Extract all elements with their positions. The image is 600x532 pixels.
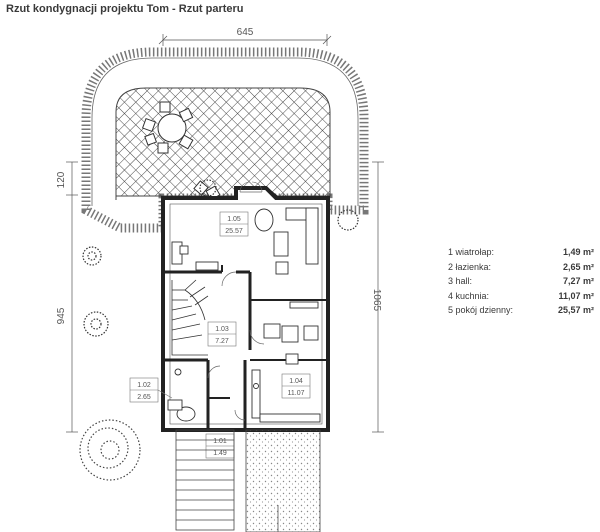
legend-row: 4 kuchnia: 11,07 m² — [448, 289, 594, 304]
kitchen-furniture — [251, 323, 321, 423]
legend-label: 3 hall: — [448, 276, 473, 286]
dimension-right: 1065 — [371, 161, 384, 433]
room-id: 1.02 — [137, 382, 151, 389]
legend-row: 1 wiatrołap: 1,49 m² — [448, 245, 594, 260]
legend-label: 4 kuchnia: — [448, 290, 490, 301]
room-area: 25.57 — [225, 228, 243, 235]
driveway — [245, 429, 321, 532]
room-label-1-05: 1.05 25.57 — [219, 211, 249, 237]
shrub-right — [337, 209, 359, 231]
room-area: 11.07 — [288, 390, 305, 397]
dimension-left: 120 945 — [56, 161, 78, 433]
room-id: 1.03 — [215, 326, 229, 333]
dimension-top: 645 — [158, 27, 332, 46]
dimension-left-lower-label: 945 — [56, 307, 67, 324]
legend-value: 11,07 m² — [558, 290, 594, 301]
room-label-1-04: 1.04 11.07 — [281, 373, 311, 399]
legend-row: 2 łazienka: 2,65 m² — [448, 260, 594, 275]
legend-label: 1 wiatrołap: — [448, 247, 495, 257]
entrance-steps — [175, 429, 235, 531]
legend-value: 7,27 m² — [562, 276, 594, 286]
room-id: 1.04 — [289, 378, 303, 385]
room-area: 1.49 — [213, 450, 227, 457]
tree-large — [79, 419, 141, 481]
shrub-left-upper — [82, 246, 102, 266]
room-label-1-03: 1.03 7.27 — [207, 321, 237, 347]
legend-value: 2,65 m² — [562, 261, 594, 272]
room-label-1-02: 1.02 2.65 — [129, 377, 173, 403]
room-legend: 1 wiatrołap: 1,49 m² 2 łazienka: 2,65 m²… — [448, 245, 594, 318]
legend-value: 1,49 m² — [562, 247, 594, 257]
room-id: 1.05 — [227, 216, 241, 223]
dimension-right-label: 1065 — [371, 289, 382, 312]
room-area: 7.27 — [215, 338, 229, 345]
shrub-left-lower — [83, 311, 109, 337]
living-room-furniture — [171, 207, 319, 309]
legend-label: 5 pokój dzienny: — [448, 305, 514, 315]
bathroom-fixtures — [167, 368, 196, 422]
dimension-top-label: 645 — [237, 27, 254, 38]
plan-title: Rzut kondygnacji projektu Tom - Rzut par… — [6, 3, 244, 15]
terrace — [81, 47, 369, 233]
legend-row: 5 pokój dzienny: 25,57 m² — [448, 303, 594, 318]
dimension-left-upper-label: 120 — [56, 171, 67, 188]
room-area: 2.65 — [137, 394, 151, 401]
legend-value: 25,57 m² — [557, 305, 594, 315]
legend-row: 3 hall: 7,27 m² — [448, 274, 594, 289]
legend-label: 2 łazienka: — [448, 261, 492, 272]
room-label-1-01: 1.01 1.49 — [205, 433, 235, 459]
shrub-top — [199, 179, 217, 197]
staircase — [171, 279, 209, 356]
room-id: 1.01 — [213, 438, 227, 445]
